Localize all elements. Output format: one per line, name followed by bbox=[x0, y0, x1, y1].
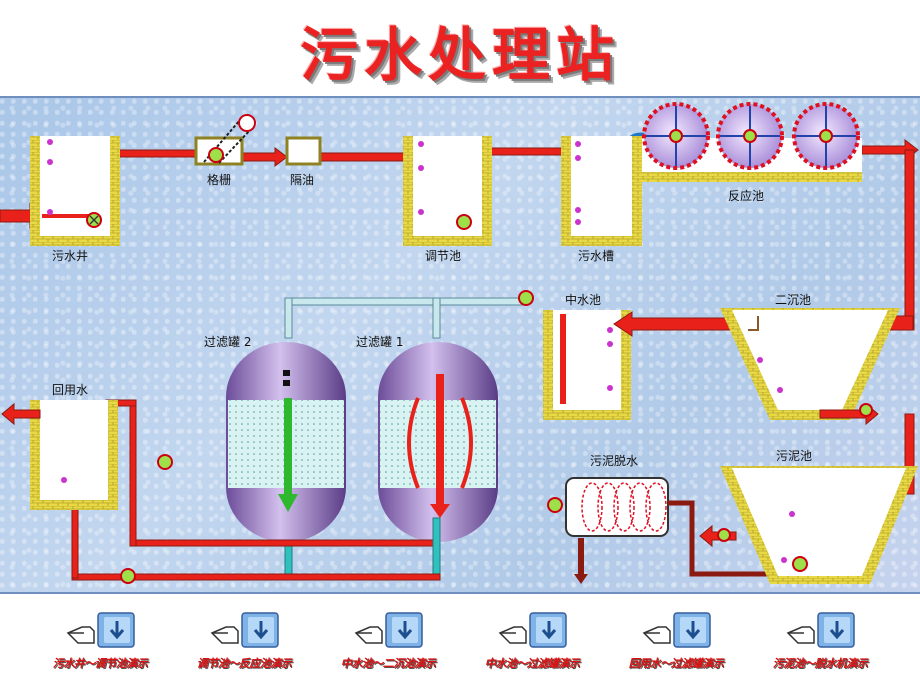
label-sludge-dewatering: 污泥脱水 bbox=[590, 453, 638, 468]
nav-demo-2-button[interactable]: 调节池～反应池演示 bbox=[184, 605, 304, 680]
reuse-pump bbox=[157, 454, 173, 470]
label-oil-separator: 隔油 bbox=[290, 173, 314, 187]
nav-demo-2-label: 调节池～反应池演示 bbox=[196, 657, 292, 670]
nav-demo-3-button[interactable]: 中水池～二沉池演示 bbox=[328, 605, 448, 680]
dewatering-pump bbox=[547, 497, 563, 513]
hand-folder-icon bbox=[642, 612, 711, 648]
hand-folder-icon bbox=[498, 612, 567, 648]
label-sludge-pool: 污泥池 bbox=[776, 449, 812, 463]
label-regulating-pool: 调节池 bbox=[425, 249, 461, 263]
sewage-well bbox=[30, 136, 120, 246]
sewage-tank bbox=[561, 136, 642, 246]
hand-folder-icon bbox=[354, 612, 423, 648]
pipe-to-sludge-pool bbox=[904, 413, 915, 495]
page-title: 污水处理站 bbox=[299, 21, 620, 89]
clean-water-pipes bbox=[284, 297, 526, 579]
nav-demo-4-button[interactable]: 中水池～过滤罐演示 bbox=[472, 605, 592, 680]
label-grille: 格栅 bbox=[207, 172, 231, 187]
label-secondary-settling: 二沉池 bbox=[775, 293, 811, 307]
nav-demo-6-label: 污泥池～脱水机演示 bbox=[772, 657, 868, 670]
hand-folder-icon bbox=[210, 612, 279, 648]
oil-separator bbox=[285, 136, 322, 166]
label-filter-tank-2: 过滤罐 2 bbox=[204, 335, 251, 349]
nav-demo-3-label: 中水池～二沉池演示 bbox=[340, 657, 436, 670]
reaction-pool bbox=[632, 102, 862, 182]
sludge-pool bbox=[720, 466, 918, 584]
reuse-outflow-arrow bbox=[1, 402, 41, 426]
filter-tank-2 bbox=[226, 342, 346, 542]
sludge-pump bbox=[859, 403, 873, 417]
nav-demo-5-button[interactable]: 回用水～过滤罐演示 bbox=[616, 605, 736, 680]
nav-demo-1-button[interactable]: 污水井～调节池演示 bbox=[40, 605, 160, 680]
reuse-water-tank bbox=[30, 400, 118, 510]
hand-folder-icon bbox=[786, 612, 855, 648]
label-reaction-pool: 反应池 bbox=[728, 188, 764, 203]
secondary-settling-tank bbox=[720, 308, 900, 420]
pipe-settling-to-reclaimed bbox=[613, 311, 745, 337]
filter-tank-1 bbox=[378, 342, 498, 542]
sludge-transfer-pump bbox=[717, 528, 731, 542]
sludge-dewatering-machine bbox=[565, 477, 669, 584]
process-diagram-svg: 污水井 格栅 隔油 调节池 污水槽 bbox=[0, 102, 919, 584]
aerator-3 bbox=[792, 102, 860, 170]
hand-folder-icon bbox=[66, 612, 135, 648]
regulating-pool bbox=[403, 136, 492, 246]
grille bbox=[194, 114, 256, 166]
nav-demo-5-label: 回用水～过滤罐演示 bbox=[628, 657, 724, 670]
filter-feed-pump bbox=[518, 290, 534, 306]
pipe-right-down bbox=[904, 149, 915, 331]
aerator-1 bbox=[642, 102, 710, 170]
aerator-2 bbox=[716, 102, 784, 170]
pipe-grille-to-oil bbox=[241, 147, 288, 167]
backwash-pump bbox=[120, 568, 136, 584]
label-sewage-well: 污水井 bbox=[52, 249, 88, 263]
label-reclaimed-pool: 中水池 bbox=[565, 292, 601, 307]
pipe-sludge-to-dewatering bbox=[668, 500, 790, 577]
label-filter-tank-1: 过滤罐 1 bbox=[356, 335, 403, 349]
nav-demo-6-button[interactable]: 污泥池～脱水机演示 bbox=[760, 605, 880, 680]
demo-nav: 污水井～调节池演示 调节池～反应池演示 中水池～二沉池演示 中水池～过 bbox=[0, 605, 920, 685]
label-reuse-water: 回用水 bbox=[52, 383, 88, 397]
label-sewage-tank: 污水槽 bbox=[578, 249, 614, 263]
reclaimed-pool bbox=[543, 310, 631, 420]
nav-demo-4-label: 中水池～过滤罐演示 bbox=[484, 657, 580, 670]
process-diagram: 污水井 格栅 隔油 调节池 污水槽 bbox=[0, 96, 920, 594]
nav-demo-1-label: 污水井～调节池演示 bbox=[52, 657, 148, 670]
